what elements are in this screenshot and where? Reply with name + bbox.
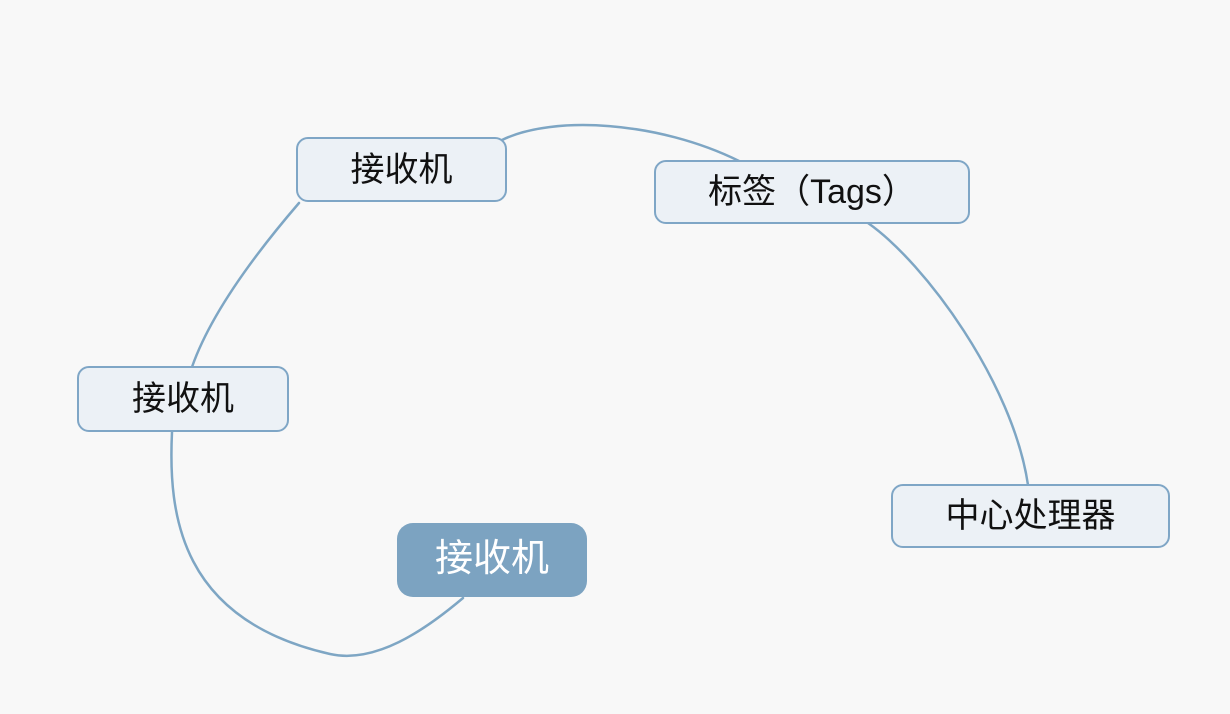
node-central-processor[interactable]: 中心处理器 <box>891 484 1170 548</box>
node-receiver-top[interactable]: 接收机 <box>296 137 507 202</box>
node-receiver-left-label: 接收机 <box>132 380 234 418</box>
node-tags[interactable]: 标签（Tags） <box>654 160 970 224</box>
node-receiver-bottom-label: 接收机 <box>434 538 549 580</box>
connector-receivertop-receiverleft <box>190 201 301 369</box>
connector-receivertop-tags <box>500 123 741 163</box>
node-receiver-left[interactable]: 接收机 <box>77 366 289 432</box>
node-central-processor-label: 中心处理器 <box>945 497 1116 535</box>
connector-receiverleft-receiverbottom <box>170 430 465 657</box>
connector-tags-centralprocessor <box>866 221 1030 487</box>
node-receiver-top-label: 接收机 <box>350 150 453 189</box>
node-tags-label: 标签（Tags） <box>708 173 916 211</box>
node-receiver-bottom[interactable]: 接收机 <box>397 523 587 597</box>
